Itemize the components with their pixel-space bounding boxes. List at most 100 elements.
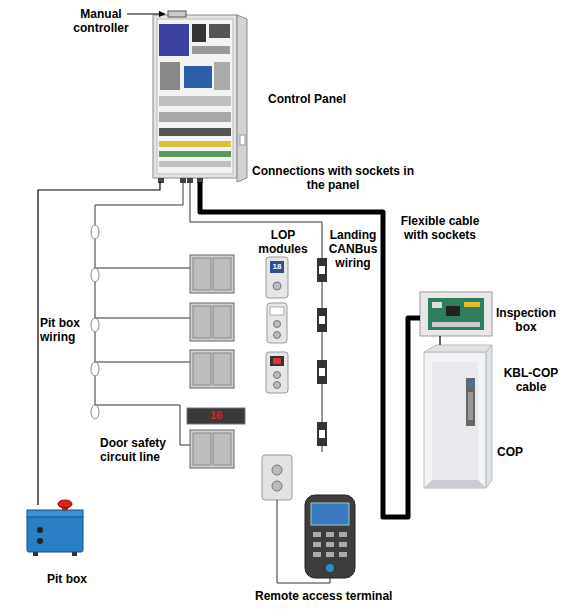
cop-panel xyxy=(466,378,475,426)
cable-label: Pit box wiring xyxy=(40,316,90,344)
door-branch-wire xyxy=(95,268,190,445)
relay xyxy=(209,24,230,38)
control-board xyxy=(184,66,212,88)
wire-connector xyxy=(91,318,99,332)
annotation-label: Door safety circuit line xyxy=(100,436,190,464)
cabin-floor xyxy=(424,480,486,488)
inspection-board xyxy=(428,298,484,330)
terminal-screen xyxy=(311,503,349,525)
lop-display xyxy=(270,356,284,366)
din-rail xyxy=(192,46,230,54)
call-button xyxy=(274,332,281,339)
remote-terminal xyxy=(305,495,355,578)
terminal-key xyxy=(313,552,321,557)
call-button xyxy=(272,481,282,491)
terminal-key xyxy=(313,532,321,537)
floor-display xyxy=(187,408,245,424)
canbus-plug xyxy=(319,266,325,274)
annotation-label: 18 xyxy=(268,262,286,272)
landing-door xyxy=(190,430,234,468)
canbus-plug xyxy=(317,258,327,282)
cable-line xyxy=(439,336,440,345)
annotation-label: Manual controller xyxy=(72,7,130,35)
terminal-row xyxy=(159,141,231,147)
terminal-key xyxy=(326,552,334,557)
annotation-label: Connections with sockets in the panel xyxy=(248,164,418,192)
pit-button xyxy=(37,527,43,533)
relay xyxy=(192,24,206,42)
canbus-plug xyxy=(319,368,325,376)
wire-connector xyxy=(91,268,99,282)
stop-button xyxy=(58,500,72,508)
flexible-cable xyxy=(200,182,420,517)
door-sticker xyxy=(240,135,245,145)
terminal-key xyxy=(326,532,334,537)
transformer xyxy=(160,62,180,90)
board-terminal xyxy=(432,322,480,327)
landing-door xyxy=(190,303,234,341)
component-box: COP xyxy=(422,345,492,490)
component-box: Inspection box xyxy=(420,292,492,336)
cabin-ceiling xyxy=(424,345,492,352)
cable-label: Flexible cable with sockets xyxy=(390,214,490,242)
cop-buttons xyxy=(468,392,473,420)
panel-backplate xyxy=(157,19,233,174)
terminal-row xyxy=(159,161,231,167)
contactors xyxy=(159,128,231,136)
terminal-key xyxy=(339,552,347,557)
canbus-plug xyxy=(319,316,325,324)
door-panel xyxy=(193,306,211,338)
component-label: Pit box xyxy=(47,572,87,586)
board-chip xyxy=(432,302,442,308)
landing-door xyxy=(190,255,234,293)
component-label: Control Panel xyxy=(268,92,346,106)
wire-connector xyxy=(91,362,99,376)
component-box: Remote access terminal xyxy=(303,495,358,578)
din-rail xyxy=(159,112,231,122)
canbus-plug xyxy=(317,422,327,446)
door-panel xyxy=(213,258,231,290)
call-button xyxy=(273,282,281,290)
wire-connector xyxy=(91,405,99,419)
door-panel xyxy=(213,306,231,338)
door-panel xyxy=(193,433,211,465)
wire-connector xyxy=(91,225,99,239)
call-button xyxy=(272,465,282,475)
annotation-label: 16 xyxy=(187,409,245,422)
call-button xyxy=(274,382,281,389)
terminal-key xyxy=(313,542,321,547)
canbus-plug xyxy=(317,308,327,332)
canbus-plug xyxy=(319,430,325,438)
arrow-head xyxy=(159,11,166,17)
cable-gland xyxy=(158,178,164,183)
annotation-label: Landing CANBus wiring xyxy=(326,228,380,270)
panel-cabinet xyxy=(153,15,237,178)
lop-display xyxy=(270,307,284,315)
component-box: Control Panel xyxy=(153,15,247,182)
component-label: COP xyxy=(497,445,523,459)
pit-box xyxy=(27,515,83,552)
lop-module xyxy=(267,303,287,343)
lop-module xyxy=(266,352,288,393)
door-panel xyxy=(213,353,231,385)
board-chip xyxy=(446,306,460,316)
door-safety-wire xyxy=(95,180,183,405)
terminal-key xyxy=(339,532,347,537)
component-box: Pit box xyxy=(25,505,85,553)
inspection-box xyxy=(420,292,492,336)
power-supply xyxy=(214,62,230,90)
annotation-label: LOP modules xyxy=(256,228,310,256)
board-terminal xyxy=(464,302,480,307)
cable-label: KBL-COP cable xyxy=(500,366,562,394)
pit-button xyxy=(37,538,43,544)
terminal-row xyxy=(159,151,231,157)
door-panel xyxy=(193,258,211,290)
canbus-plug xyxy=(317,360,327,384)
call-button xyxy=(274,372,281,379)
cable-gland xyxy=(72,552,77,556)
terminal-key xyxy=(326,542,334,547)
cop-display xyxy=(468,382,473,386)
